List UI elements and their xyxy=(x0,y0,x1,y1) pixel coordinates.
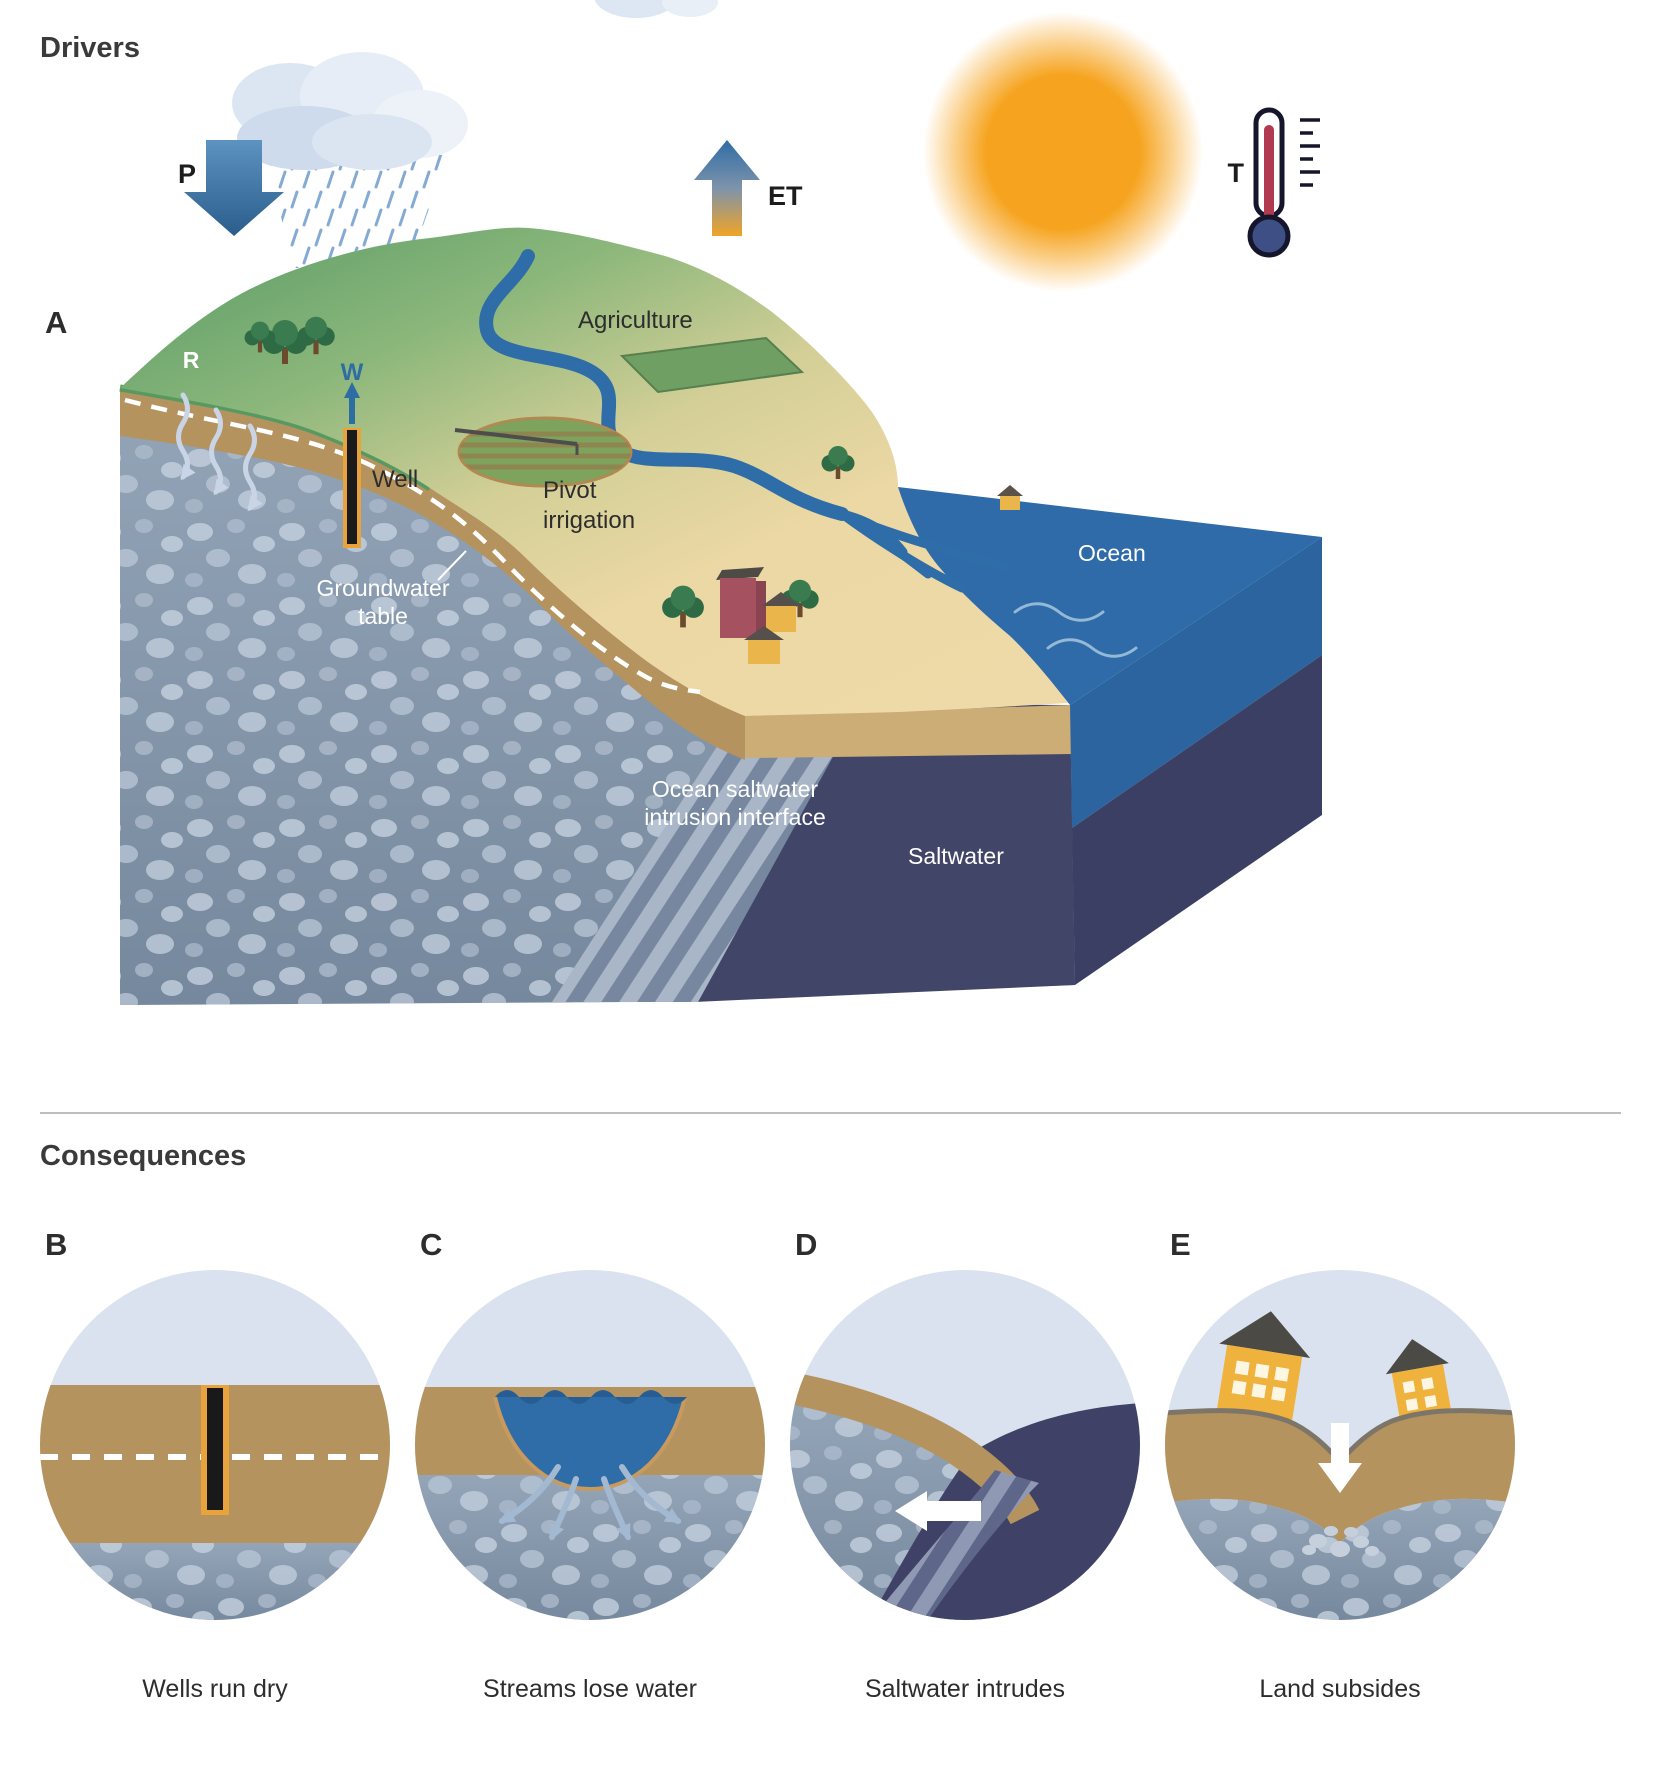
consequences-title: Consequences xyxy=(40,1140,246,1172)
panel-e-illustration xyxy=(1165,1270,1515,1620)
stream-surface-waves xyxy=(495,1390,687,1404)
aquifer xyxy=(1165,1498,1515,1620)
ocean-waves xyxy=(1013,602,1138,658)
evapotranspiration-arrow-icon xyxy=(694,140,760,236)
drivers-title: Drivers xyxy=(40,32,140,64)
village-buildings xyxy=(716,567,800,664)
subsidence-arrow xyxy=(1318,1423,1362,1493)
rain-streaks xyxy=(268,155,448,268)
beach-strip xyxy=(705,694,1072,758)
pivot-label-line1: Pivot xyxy=(543,477,597,504)
aquifer xyxy=(40,1543,390,1620)
agriculture-label: Agriculture xyxy=(578,307,693,334)
thermometer-ticks xyxy=(1300,118,1320,187)
panel-b: B Wells run dry xyxy=(40,1227,390,1703)
block-diagram: A xyxy=(45,227,1322,1005)
grass-lip xyxy=(119,384,432,491)
top-cloud-icon xyxy=(594,0,718,18)
panel-a-label: A xyxy=(45,305,67,340)
intrusion-label-line1: Ocean saltwater xyxy=(652,776,819,802)
precipitation-arrow-icon xyxy=(184,140,284,236)
panel-d-caption: Saltwater intrudes xyxy=(865,1675,1065,1703)
tilted-house-left xyxy=(1217,1311,1311,1420)
intrusion-direction-arrow xyxy=(895,1491,981,1531)
sun-icon xyxy=(923,12,1203,292)
panel-e-caption: Land subsides xyxy=(1259,1675,1420,1703)
temperature-label: T xyxy=(1228,158,1245,188)
panel-d-label: D xyxy=(795,1227,817,1262)
thermometer-icon xyxy=(1247,107,1320,258)
recharge-arrows xyxy=(176,392,263,512)
ocean-right-face xyxy=(1070,537,1322,828)
collapsed-pebbles xyxy=(1302,1526,1379,1557)
consequences-section: Consequences B Wells run dry C xyxy=(40,1112,1621,1703)
saltwater-intrusion-interface xyxy=(552,704,862,1002)
withdrawal-label: W xyxy=(341,359,364,386)
panel-b-caption: Wells run dry xyxy=(142,1675,288,1703)
panel-c: C Streams lose water xyxy=(415,1227,765,1703)
seepage-arrows xyxy=(498,1464,682,1541)
pivot-label-line2: irrigation xyxy=(543,507,635,534)
groundwater-pointer-line xyxy=(437,550,467,581)
stream-bed-rim xyxy=(493,1396,687,1492)
panel-c-caption: Streams lose water xyxy=(483,1675,697,1703)
panel-e: E xyxy=(1165,1227,1515,1703)
well-icon xyxy=(343,382,361,548)
rain-cloud-icon xyxy=(232,52,468,268)
panel-c-label: C xyxy=(420,1227,442,1262)
panel-b-illustration xyxy=(40,1270,390,1620)
recharge-label: R xyxy=(183,347,200,373)
groundwater-table-line xyxy=(124,397,701,695)
coast-hut xyxy=(997,485,1023,510)
groundwater-label-line2: table xyxy=(358,603,408,629)
intrusion-label-line2: intrusion interface xyxy=(644,804,826,830)
drivers-section: Drivers P ET T xyxy=(40,0,1320,292)
ocean-surface xyxy=(898,487,1322,705)
panel-b-label: B xyxy=(45,1227,67,1262)
saltwater-right-face xyxy=(1072,655,1322,985)
panel-d: D Saltwater intrudes xyxy=(790,1227,1140,1703)
river-delta xyxy=(837,509,1010,593)
panel-c-illustration xyxy=(415,1270,765,1620)
intrusion-hatch xyxy=(870,1470,1039,1620)
precipitation-label: P xyxy=(178,159,196,189)
pivot-irrigation-field xyxy=(454,416,633,488)
stream xyxy=(495,1397,685,1489)
groundwater-label-line1: Groundwater xyxy=(317,575,450,601)
et-label: ET xyxy=(768,181,803,211)
aquifer xyxy=(415,1475,765,1620)
ocean-label: Ocean xyxy=(1078,540,1146,566)
agriculture-field xyxy=(619,336,805,394)
panel-d-illustration xyxy=(790,1270,1140,1620)
river xyxy=(479,249,849,521)
well-label: Well xyxy=(372,466,418,493)
tilted-house-right xyxy=(1385,1339,1451,1419)
saltwater-label: Saltwater xyxy=(908,843,1004,869)
panel-e-label: E xyxy=(1170,1227,1191,1262)
saltwater-front-face xyxy=(694,704,1075,1002)
